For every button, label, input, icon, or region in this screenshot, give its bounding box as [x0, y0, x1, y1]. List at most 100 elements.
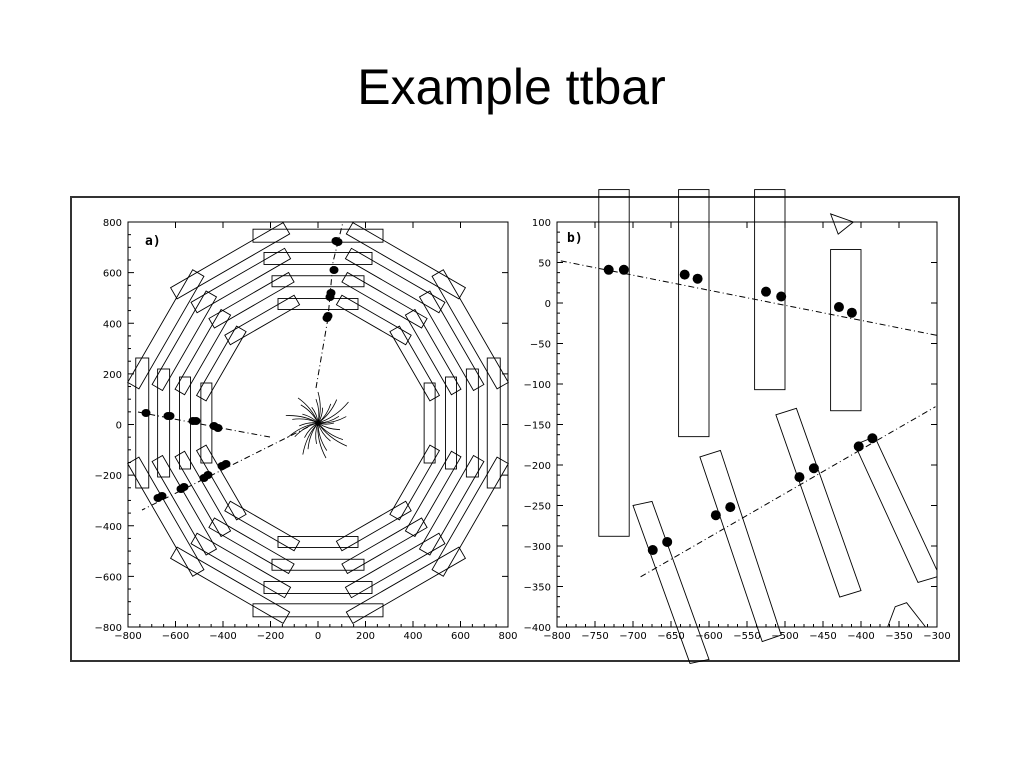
detector-module [486, 357, 501, 489]
panel-b-x-tick-label: −500 [771, 631, 798, 642]
panel-b-x-tick: −400 [847, 222, 890, 642]
panel-a-x-tick-label: −800 [114, 631, 141, 642]
central-track [297, 397, 319, 424]
central-track [287, 422, 319, 439]
detector-module [224, 294, 301, 346]
central-track [317, 416, 347, 424]
detector-module [271, 558, 365, 571]
hit-marker [710, 510, 721, 521]
detector-module [854, 436, 938, 583]
detector-module [335, 500, 412, 552]
panel-b-x-tick-label: −450 [809, 631, 836, 642]
panel-b: −800−750−700−650−600−550−500−450−400−350… [524, 189, 951, 664]
hit-marker [692, 273, 703, 284]
central-track [311, 406, 319, 424]
detector-module [263, 581, 373, 594]
hit-marker [329, 266, 339, 274]
detector-module [418, 454, 485, 556]
hit-marker [853, 441, 864, 452]
detector-module [345, 222, 467, 300]
central-track [304, 422, 319, 438]
panel-a-y-tick: −600 [95, 572, 508, 615]
panel-a-x-tick-label: 800 [498, 631, 517, 642]
detector-module [174, 450, 232, 538]
detector-module [699, 449, 782, 643]
panel-b-x-tick-label: −750 [581, 631, 608, 642]
panel-b-y-tick-label: −100 [524, 380, 551, 391]
panel-a-x-tick-label: −600 [162, 631, 189, 642]
panel-b-y-tick-label: −350 [524, 583, 551, 594]
panel-a-y-tick: −200 [95, 471, 508, 514]
panel-a-y-tick: 400 [103, 319, 508, 362]
panel-b-y-tick-label: 0 [545, 299, 551, 310]
hit-marker [725, 502, 736, 513]
detector-module [195, 444, 247, 521]
detector-module [169, 546, 291, 624]
panel-b-x-tick: −700 [619, 222, 662, 642]
hit-marker [833, 302, 844, 313]
panel-a-y-tick: 0 [116, 421, 508, 463]
detector-module [179, 376, 191, 470]
panel-b-x-tick: −350 [885, 222, 928, 642]
panel-b-tracks [560, 260, 938, 578]
detector-module [190, 532, 292, 599]
slide-title: Example ttbar [357, 59, 666, 115]
panel-a-x-tick: 400 [403, 222, 450, 642]
panel-a-y-tick-label: 400 [103, 319, 122, 330]
hit-marker [776, 291, 787, 302]
track-up [315, 221, 344, 389]
detector-module [190, 247, 292, 314]
central-track [317, 399, 338, 424]
panel-a-x-tick-label: −400 [209, 631, 236, 642]
detector-module [344, 532, 446, 599]
detector-module [169, 222, 291, 300]
panel-b-y-tick: −50 [530, 340, 937, 375]
panel-a-y-tick: −800 [95, 623, 508, 634]
panel-a-y-tick: 600 [103, 269, 508, 312]
panel-b-x-tick: −300 [923, 222, 951, 642]
panel-a-y-tick-label: −200 [95, 471, 122, 482]
panel-b-y-tick: 0 [545, 299, 937, 334]
panel-b-x-tick-label: −600 [695, 631, 722, 642]
panel-b-y-tick-label: −50 [530, 340, 551, 351]
panel-b-y-tick-label: 50 [538, 259, 551, 270]
panel-a-x-tick: −600 [162, 222, 212, 642]
panel-b-x-tick-label: −700 [619, 631, 646, 642]
central-track [317, 422, 327, 459]
detector-module [127, 456, 205, 577]
detector-module [754, 189, 786, 391]
detector-module [200, 382, 213, 464]
panel-a-x-tick: −400 [209, 222, 260, 642]
detector-module [465, 368, 479, 478]
panel-a-label: a) [145, 234, 161, 249]
central-track [302, 413, 319, 424]
central-track [317, 391, 321, 424]
panel-b-y-tick: −250 [524, 502, 937, 537]
panel-b-x-tick-label: −400 [847, 631, 874, 642]
central-track [317, 407, 324, 424]
central-track [299, 422, 319, 427]
panel-b-x-tick-label: −800 [543, 631, 570, 642]
panel-a-y-tick-label: −400 [95, 522, 122, 533]
detector-module [886, 602, 927, 628]
hit-marker [203, 471, 213, 479]
panel-b-y-tick: 50 [538, 259, 937, 294]
hit-marker [761, 286, 771, 297]
panel-b-y-tick: 100 [532, 218, 937, 253]
detector-module [341, 271, 428, 329]
panel-b-x-tick-label: −550 [733, 631, 760, 642]
detector-module [252, 228, 384, 243]
panel-b-x-tick-label: −300 [923, 631, 950, 642]
hit-marker [794, 472, 805, 483]
panel-a-x-tick-label: 600 [451, 631, 470, 642]
panel-a-x-tick: 0 [315, 222, 355, 642]
detector-module [277, 536, 359, 548]
panel-a-x-tick: 600 [451, 222, 497, 642]
detector-module [345, 546, 467, 624]
hit-marker [618, 264, 629, 275]
detector-module [632, 500, 710, 664]
hit-marker [662, 536, 673, 547]
detector-module [678, 189, 710, 438]
detector-module [271, 275, 365, 288]
